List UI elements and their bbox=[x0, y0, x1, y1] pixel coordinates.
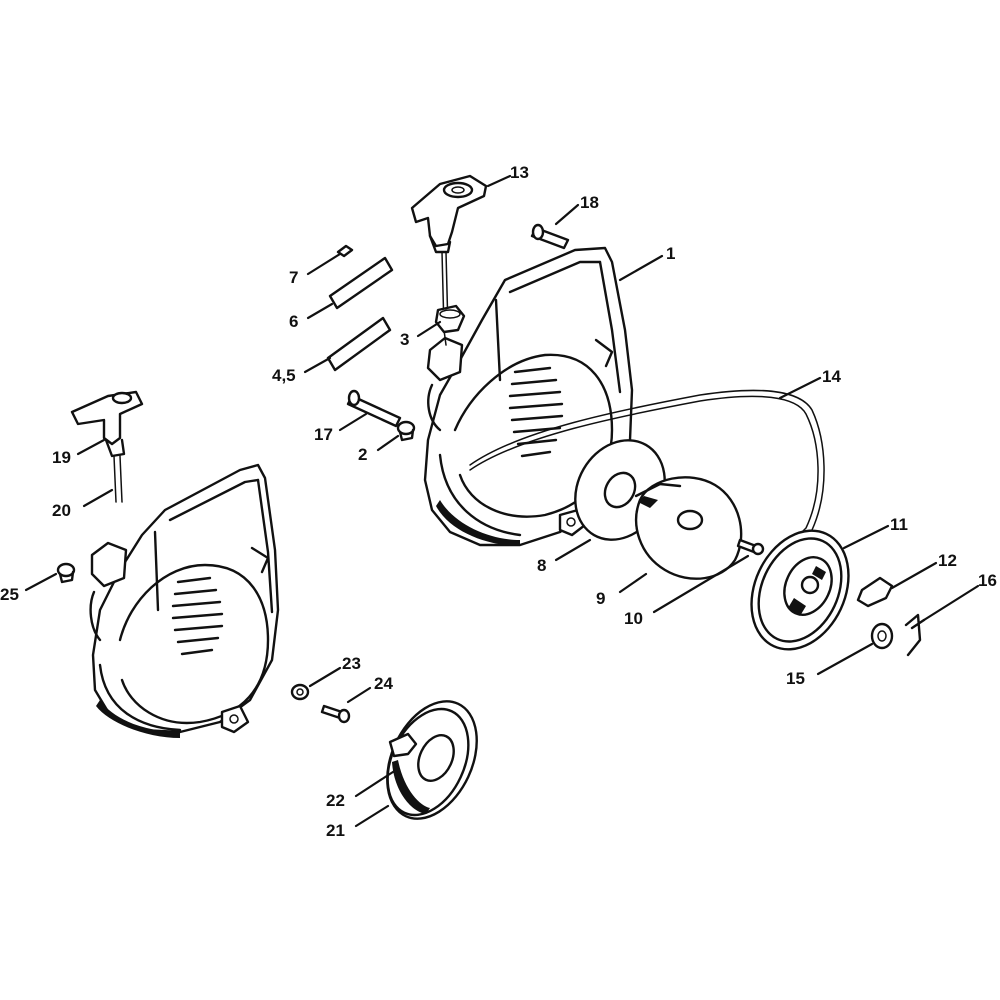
callout-9: 9 bbox=[596, 589, 605, 608]
pawl-part-22 bbox=[388, 732, 418, 758]
fan-housing-variant bbox=[89, 463, 280, 738]
screw-part-25 bbox=[56, 562, 76, 584]
screw-part-24 bbox=[320, 704, 351, 724]
callout-25: 25 bbox=[0, 585, 19, 604]
callout-11: 11 bbox=[890, 515, 908, 534]
rope-part-20 bbox=[113, 455, 123, 503]
rotor-part-21 bbox=[386, 700, 478, 820]
callout-23: 23 bbox=[342, 654, 361, 673]
callout-3: 3 bbox=[400, 330, 409, 349]
pawl-part-12 bbox=[856, 576, 894, 608]
screw-part-18 bbox=[530, 223, 570, 250]
callout-8: 8 bbox=[537, 556, 546, 575]
spring-housing-part-9 bbox=[634, 476, 743, 580]
callout-12: 12 bbox=[938, 551, 957, 570]
rope-guide-part-3 bbox=[434, 304, 466, 334]
callout-15: 15 bbox=[786, 669, 805, 688]
callout-2: 2 bbox=[358, 445, 367, 464]
callout-7: 7 bbox=[289, 268, 298, 287]
screw-part-10 bbox=[736, 538, 765, 556]
rope-rotor-part-11 bbox=[750, 529, 850, 651]
callout-17: 17 bbox=[314, 425, 333, 444]
callout-21: 21 bbox=[326, 821, 345, 840]
spring-clip-part-16 bbox=[904, 613, 926, 657]
callout-19: 19 bbox=[52, 448, 71, 467]
callout-10: 10 bbox=[624, 609, 643, 628]
plate-part-4-5 bbox=[326, 316, 392, 372]
nut-part-23 bbox=[290, 683, 310, 701]
leader-lines bbox=[24, 174, 980, 828]
fan-housing-part-1 bbox=[423, 246, 634, 547]
screw-part-2 bbox=[396, 420, 416, 442]
callout-labels: 13 18 1 7 6 3 4,5 14 17 2 19 20 11 8 12 … bbox=[0, 163, 997, 840]
callout-18: 18 bbox=[580, 193, 599, 212]
callout-6: 6 bbox=[289, 312, 298, 331]
starter-grip-part-13 bbox=[410, 174, 488, 346]
callout-1: 1 bbox=[666, 244, 675, 263]
callout-13: 13 bbox=[510, 163, 529, 182]
callout-24: 24 bbox=[374, 674, 393, 693]
starter-rope-part-14 bbox=[469, 389, 825, 546]
callout-16: 16 bbox=[978, 571, 997, 590]
callout-20: 20 bbox=[52, 501, 71, 520]
callout-4-5: 4,5 bbox=[272, 366, 296, 385]
callout-14: 14 bbox=[822, 367, 841, 386]
starter-grip-part-19 bbox=[70, 390, 144, 458]
screw-part-17 bbox=[346, 389, 402, 428]
plate-part-6 bbox=[328, 244, 394, 310]
callout-22: 22 bbox=[326, 791, 345, 810]
washer-part-15 bbox=[870, 622, 894, 650]
